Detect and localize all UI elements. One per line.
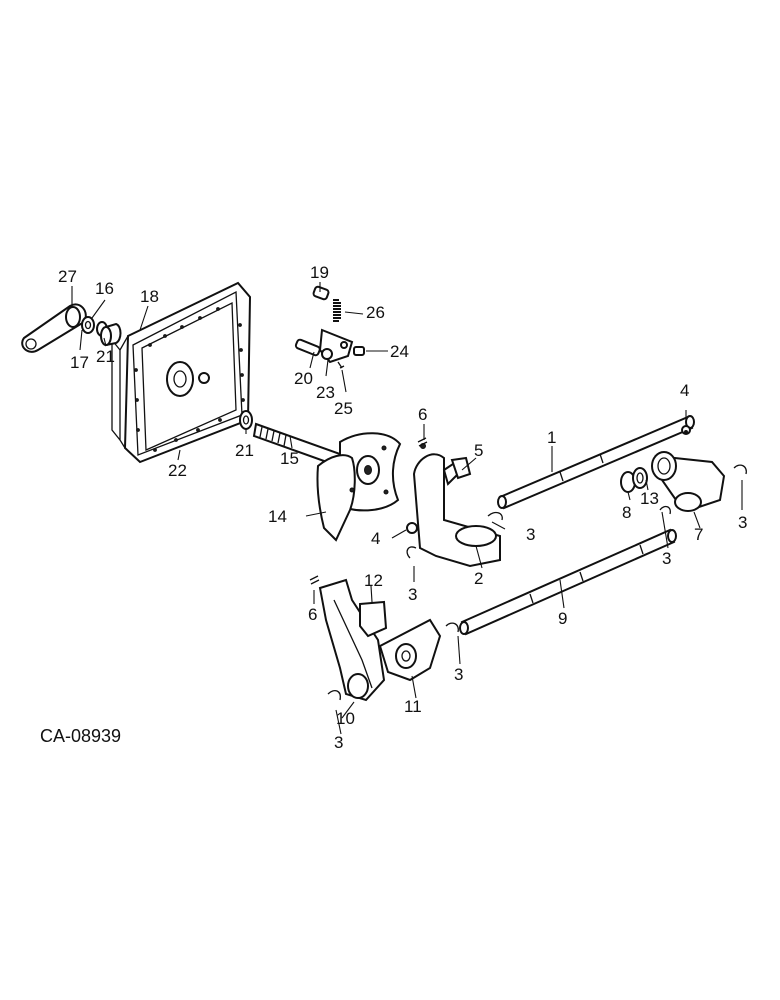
callout-3-c: 3 [738, 513, 747, 532]
callout-25: 25 [334, 399, 353, 418]
callout-3-f: 3 [334, 733, 343, 752]
shift-fork-2 [406, 443, 503, 568]
callout-9: 9 [558, 609, 567, 628]
callout-13: 13 [640, 489, 659, 508]
callout-18: 18 [140, 287, 159, 306]
callout-8: 8 [622, 503, 631, 522]
callout-4-b: 4 [371, 529, 380, 548]
callout-5: 5 [474, 441, 483, 460]
callout-10: 10 [336, 709, 355, 728]
shift-fork-10 [309, 575, 388, 702]
callout-15: 15 [280, 449, 299, 468]
callout-14: 14 [268, 507, 287, 526]
callout-27: 27 [58, 267, 77, 286]
callout-11: 11 [404, 697, 422, 716]
callout-6-b: 6 [308, 605, 317, 624]
callout-6-a: 6 [418, 405, 427, 424]
shift-quadrant-14 [316, 432, 402, 542]
shift-lever-27 [21, 303, 122, 353]
callout-22: 22 [168, 461, 187, 480]
callout-3-e: 3 [454, 665, 463, 684]
callout-26: 26 [366, 303, 385, 322]
callout-7: 7 [694, 525, 703, 544]
callout-labels: 27 16 18 17 21 19 26 24 20 23 25 22 21 1… [58, 263, 747, 752]
callout-16: 16 [95, 279, 114, 298]
shift-rod-1 [497, 415, 695, 510]
callout-23: 23 [316, 383, 335, 402]
callout-2: 2 [474, 569, 483, 588]
callout-21-b: 21 [235, 441, 254, 460]
cover-plate-gasket [111, 281, 252, 464]
callout-1: 1 [547, 428, 556, 447]
callout-17: 17 [70, 353, 89, 372]
callout-3-b: 3 [408, 585, 417, 604]
callout-21-a: 21 [96, 347, 115, 366]
callout-24: 24 [390, 342, 409, 361]
leader-lines [71, 282, 743, 735]
shift-fork-11 [378, 618, 459, 682]
callout-12: 12 [364, 571, 383, 590]
shift-rod-9 [459, 528, 677, 636]
callout-3-d: 3 [662, 549, 671, 568]
small-pins [417, 430, 688, 447]
drawing-id: CA-08939 [40, 726, 121, 746]
callout-19: 19 [310, 263, 329, 282]
callout-20: 20 [294, 369, 313, 388]
detent-assembly [294, 285, 365, 369]
callout-4-a: 4 [680, 381, 689, 400]
callout-3-a: 3 [526, 525, 535, 544]
